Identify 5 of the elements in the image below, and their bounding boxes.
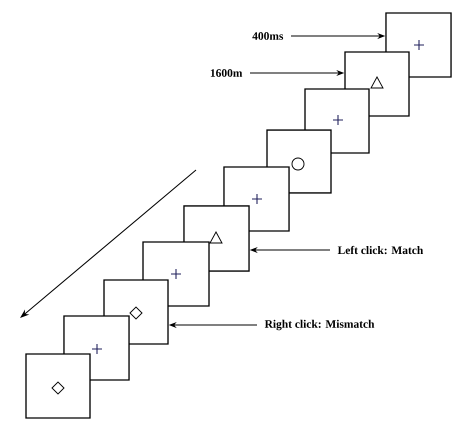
stimulus-frame	[25, 353, 91, 419]
timing-label: Right click: Mismatch	[264, 320, 374, 330]
timing-label: 1600m	[210, 69, 242, 77]
timing-label: 400ms	[252, 32, 284, 40]
timing-label: Left click: Match	[338, 246, 424, 254]
